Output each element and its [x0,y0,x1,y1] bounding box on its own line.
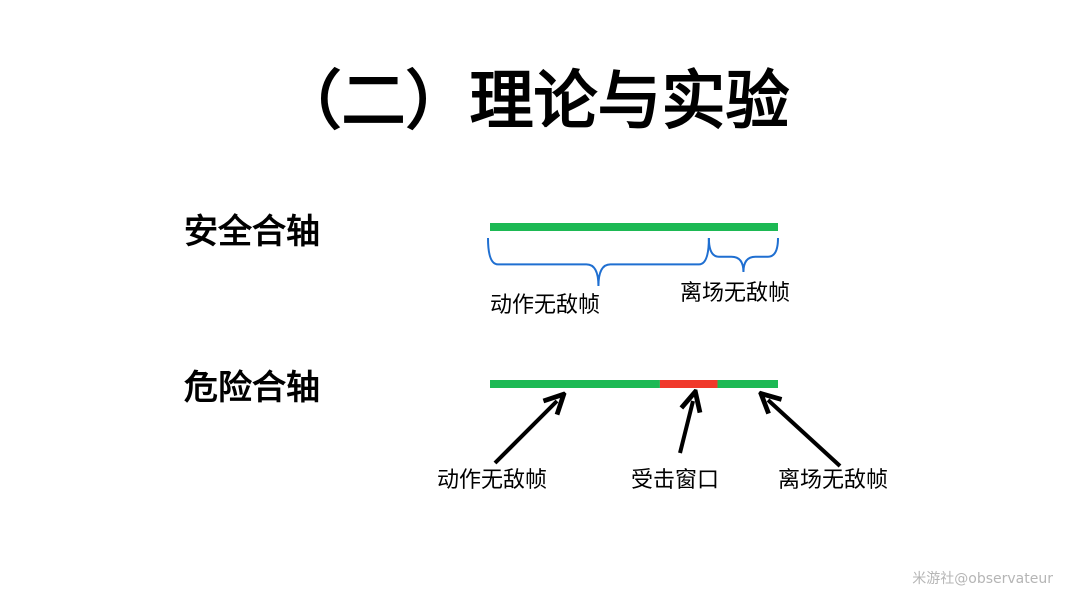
safe-timeline-bar [490,223,778,231]
page-title: （二）理论与实验 [277,65,790,139]
danger-segment-2 [717,380,778,388]
action-invincibility-brace [487,237,710,287]
danger-segment-0 [490,380,660,388]
watermark: 米游社@observateur [912,571,1053,587]
safe-segment-0 [490,223,778,231]
safe-annotation-action: 动作无敌帧 [490,293,601,318]
danger-annotation-action: 动作无敌帧 [437,468,548,493]
arrow-hit-window [678,401,693,454]
arrow-exit-invincibility [768,400,842,468]
danger-timeline-bar [490,380,778,388]
danger-annotation-hit-window: 受击窗口 [631,468,720,493]
danger-segment-1 [659,380,718,388]
arrow-action-invincibility [493,401,557,465]
safe-annotation-exit: 离场无敌帧 [680,281,791,306]
exit-invincibility-brace [707,237,779,273]
safe-row-label: 安全合轴 [184,212,320,252]
danger-annotation-exit: 离场无敌帧 [778,468,889,493]
danger-row-label: 危险合轴 [184,368,320,408]
